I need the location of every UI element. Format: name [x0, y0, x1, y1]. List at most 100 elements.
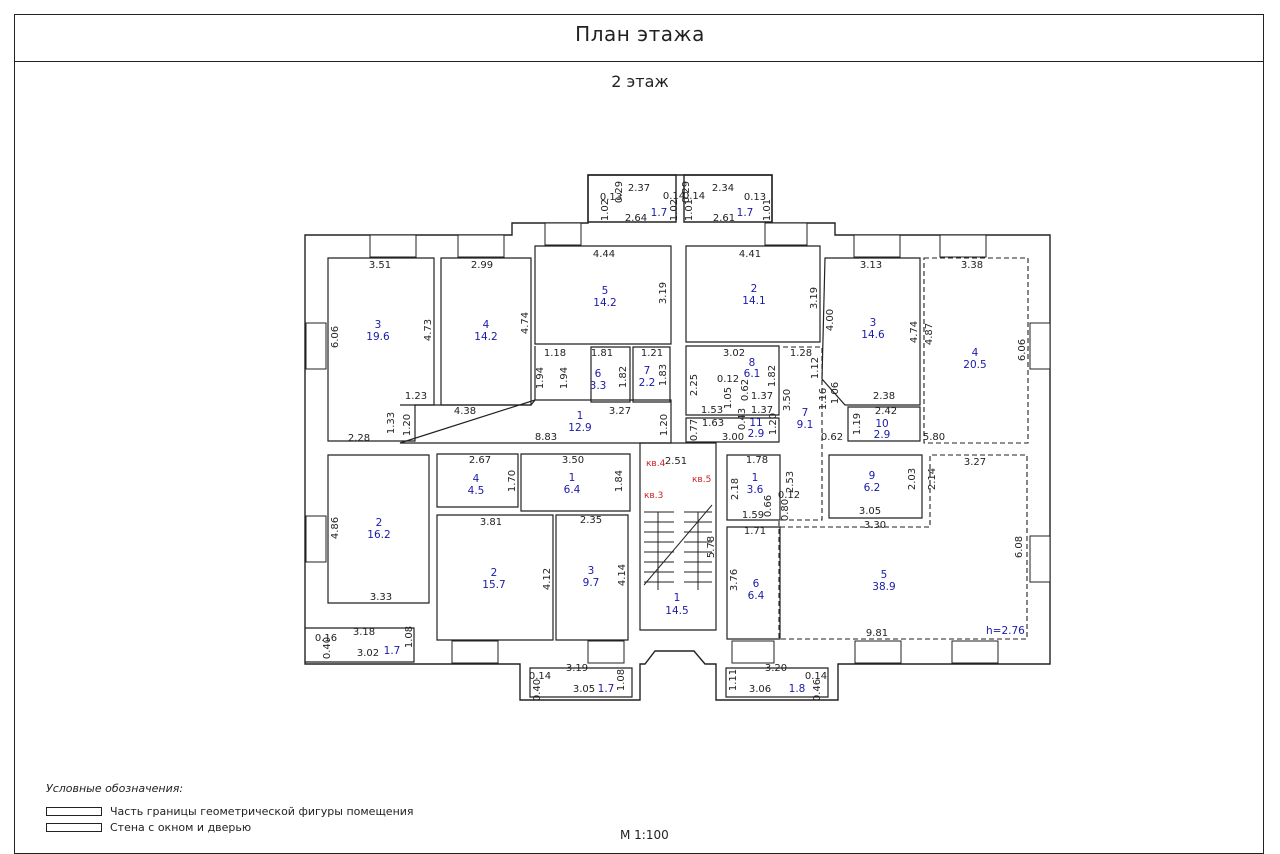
- dimension-label: 6.06: [1017, 339, 1028, 361]
- dimension-label: 9.81: [866, 628, 888, 639]
- dimension-label: 1.18: [544, 348, 566, 359]
- dimension-label: 1.28: [790, 348, 812, 359]
- room-area: 16.2: [367, 529, 390, 541]
- dimension-label: 3.76: [729, 569, 740, 591]
- dimension-label: 2.61: [713, 213, 735, 224]
- room-label: 2: [376, 517, 383, 529]
- wall-window-icon: [46, 822, 102, 832]
- dimension-label: 1.20: [768, 413, 779, 435]
- room-area: 20.5: [963, 359, 986, 371]
- dimension-label: 2.42: [875, 406, 897, 417]
- dimension-label: 1.82: [767, 365, 778, 387]
- room-label: 7: [802, 407, 809, 419]
- dimension-label: 4.73: [423, 319, 434, 341]
- room-area: 14.6: [861, 329, 885, 341]
- dimension-label: 3.05: [859, 506, 881, 517]
- dimension-label: 2.99: [471, 260, 493, 271]
- dimension-label: 2.34: [712, 183, 734, 194]
- legend-title: Условные обозначения:: [46, 782, 184, 795]
- top-balcony-right: [683, 174, 773, 223]
- dimension-label: 0.14: [529, 671, 551, 682]
- dimension-label: 1.53: [701, 405, 723, 416]
- dimension-label: 3.50: [562, 455, 584, 466]
- dimension-label: 0.14: [663, 191, 685, 202]
- dimension-label: 3.02: [357, 648, 379, 659]
- dimension-label: 2.37: [628, 183, 650, 194]
- dimension-label: 4.00: [825, 309, 836, 331]
- room-area: 9.1: [797, 419, 814, 431]
- dimension-label: 2.67: [469, 455, 491, 466]
- dimension-label: 3.19: [566, 663, 588, 674]
- dimension-label: 0.29: [681, 181, 692, 203]
- room-area: 3.3: [590, 380, 607, 392]
- room-label: 6: [753, 578, 760, 590]
- dimension-label: 0.14: [683, 191, 705, 202]
- room-label: 5: [602, 285, 609, 297]
- dimension-label: 3.02: [723, 348, 745, 359]
- page-title: План этажа: [575, 22, 705, 46]
- room-label: 5: [881, 569, 888, 581]
- dimension-label: 0.62: [740, 379, 751, 401]
- dimension-label: 1.06: [830, 382, 841, 404]
- dimension-label: 4.14: [617, 564, 628, 586]
- room-area: 38.9: [872, 581, 895, 593]
- dimension-label: 2.03: [907, 468, 918, 490]
- room-area: 2.9: [748, 428, 765, 440]
- room-label: 2: [751, 283, 758, 295]
- room-label: 1: [577, 410, 584, 422]
- dimension-label: 2.51: [665, 456, 687, 467]
- dimension-label: 3.19: [658, 282, 669, 304]
- dimension-label: 6.08: [1014, 536, 1025, 558]
- dimension-label: 3.00: [722, 432, 744, 443]
- dimension-label: 2.25: [689, 374, 700, 396]
- dimension-label: 3.81: [480, 517, 502, 528]
- dimension-label: 1.84: [614, 470, 625, 492]
- balcony-area: 1.7: [737, 207, 754, 219]
- dimension-label: 0.13: [600, 192, 622, 203]
- dimension-label: 0.40: [322, 637, 333, 659]
- room-area: 14.5: [665, 605, 688, 617]
- room-area: 14.2: [593, 297, 616, 309]
- interior-walls: [305, 245, 1029, 698]
- dimension-label: 1.08: [616, 669, 627, 691]
- dimension-label: 4.41: [739, 249, 761, 260]
- dimension-label: 2.53: [785, 471, 796, 493]
- dimension-label: 0.46: [812, 679, 823, 701]
- legend: Условные обозначения: Часть границы геом…: [46, 782, 414, 835]
- dimension-label: 2.64: [625, 213, 647, 224]
- dimension-label: 1.83: [658, 364, 669, 386]
- dimension-label: 1.01: [684, 199, 695, 221]
- height-note: h=2.76: [986, 625, 1025, 637]
- dimension-label: 2.18: [730, 478, 741, 500]
- room-area: 4.5: [468, 485, 485, 497]
- dimension-label: 0.14: [805, 671, 827, 682]
- dimension-label: 3.33: [370, 592, 392, 603]
- dimension-label: 3.30: [864, 520, 886, 531]
- room-area: 6.2: [864, 482, 881, 494]
- balcony-labels: 1.7 1.7 1.7 1.7 1.8: [384, 207, 806, 695]
- dimension-label: 0.43: [737, 408, 748, 430]
- dimension-label: 1.23: [405, 391, 427, 402]
- dimension-label: 2.14: [927, 468, 938, 490]
- dimension-label: 1.78: [746, 455, 768, 466]
- dimension-label: 3.27: [964, 457, 986, 468]
- room-label: 4: [483, 319, 490, 331]
- room-area: 2.9: [874, 429, 891, 441]
- room-area: 2.2: [639, 377, 656, 389]
- windows: [305, 222, 1051, 664]
- scale-label: M 1:100: [620, 828, 669, 842]
- dimension-label: 1.02: [669, 199, 680, 221]
- dimension-label: 1.82: [618, 366, 629, 388]
- legend-row: Часть границы геометрической фигуры поме…: [46, 803, 414, 819]
- dimension-label: 1.71: [744, 526, 766, 537]
- title-bar: [14, 14, 1264, 62]
- dimension-label: 1.37: [751, 405, 773, 416]
- dimension-label: 3.20: [765, 663, 787, 674]
- room-area: 19.6: [366, 331, 390, 343]
- dimension-label: 1.11: [728, 669, 739, 691]
- dimension-label: 3.50: [782, 389, 793, 411]
- apartment-label: кв.5: [692, 475, 711, 485]
- dimension-label: 5.78: [706, 536, 717, 558]
- dimension-label: 6.06: [330, 326, 341, 348]
